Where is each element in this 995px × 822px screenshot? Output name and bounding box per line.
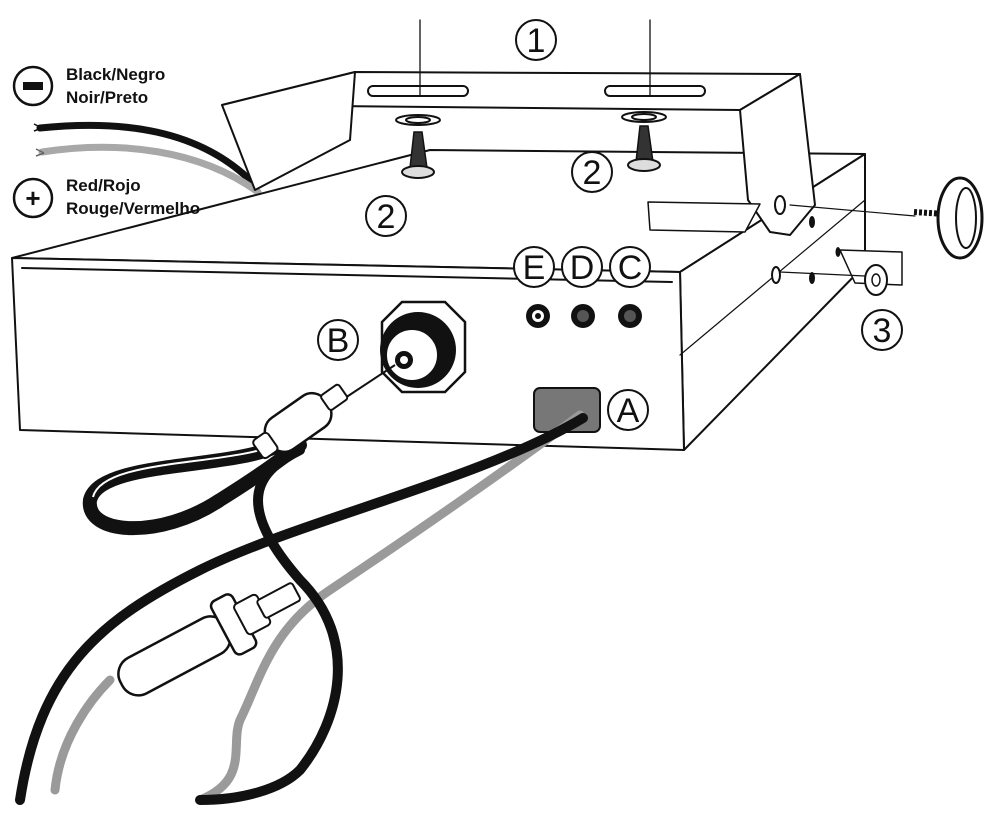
callout-3: 3 — [861, 309, 903, 351]
jack-e — [526, 304, 550, 328]
callout-b-label: B — [327, 322, 350, 360]
plus-icon: + — [25, 183, 40, 213]
callout-e: E — [513, 246, 555, 288]
power-cord — [15, 410, 588, 805]
legend-negative-line2: Noir/Preto — [66, 88, 148, 107]
thumb-knob — [913, 176, 984, 260]
callout-3-label: 3 — [873, 312, 892, 350]
callout-d-label: D — [570, 249, 595, 287]
legend-positive: + Red/Rojo Rouge/Vermelho — [12, 176, 200, 219]
callout-b: B — [317, 319, 359, 361]
callout-c-label: C — [618, 249, 643, 287]
callout-2-left-label: 2 — [377, 198, 396, 236]
washer — [864, 264, 888, 296]
callout-2-left: 2 — [365, 195, 407, 237]
radio-body — [11, 149, 866, 451]
minus-icon — [23, 82, 43, 90]
callout-d: D — [561, 246, 603, 288]
callout-a: A — [607, 389, 649, 431]
legend-negative: Black/Negro Noir/Preto — [12, 65, 165, 107]
legend-positive-line2: Rouge/Vermelho — [66, 199, 200, 218]
callout-2-right-label: 2 — [583, 154, 602, 192]
callout-e-label: E — [523, 249, 546, 287]
callout-c: C — [609, 246, 651, 288]
jack-d — [571, 304, 595, 328]
legend-positive-line1: Red/Rojo — [66, 176, 141, 195]
mounting-bracket — [221, 71, 816, 236]
callout-2-right: 2 — [571, 151, 613, 193]
stud-left — [395, 114, 441, 179]
antenna-connector — [380, 300, 467, 394]
callout-1: 1 — [515, 19, 557, 61]
stud-right — [621, 111, 667, 172]
legend-negative-line1: Black/Negro — [66, 65, 165, 84]
callout-a-label: A — [617, 392, 640, 430]
jack-c — [618, 304, 642, 328]
power-wires — [33, 121, 262, 196]
antenna-cable — [82, 364, 396, 536]
callout-1-label: 1 — [527, 22, 546, 60]
